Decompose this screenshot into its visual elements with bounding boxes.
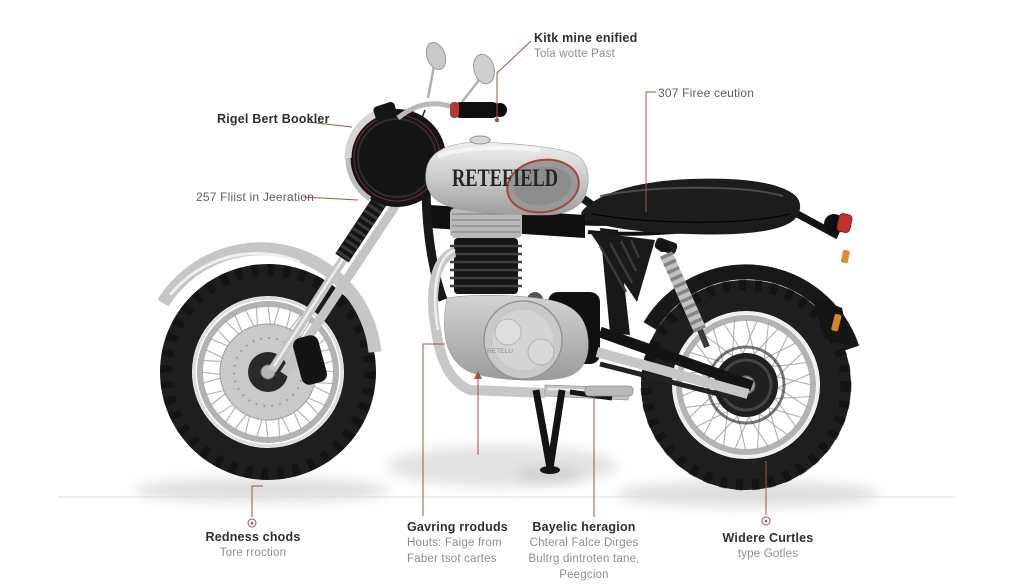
- rear-mudflap: [812, 296, 850, 346]
- callout-headlight: Rigel Bert Bookler: [217, 112, 330, 127]
- leader-lines: [247, 40, 771, 528]
- shadow: [134, 445, 880, 507]
- right-mirror: [473, 53, 495, 85]
- callout-title: Rigel Bert Bookler: [217, 112, 330, 126]
- rear-indicator: [831, 313, 842, 332]
- callout-subtitle: Tola wotte Past: [534, 48, 615, 60]
- front-fender-highlight: [168, 251, 301, 296]
- callout-fork: 257 Fliist in Jeeration: [196, 190, 314, 204]
- rear-fender: [643, 206, 860, 351]
- callout-line: Bultrg dintroten tane,: [528, 552, 640, 565]
- fuel-tank: RETEFIELD: [425, 135, 589, 216]
- centre-stand: [532, 385, 634, 474]
- callout-subtitle: type Gotles: [737, 548, 799, 560]
- taillight-lens: [836, 213, 853, 234]
- swingarm: [595, 326, 754, 403]
- callout-title: Kitk mine enified: [534, 31, 638, 45]
- rear-shock: [654, 237, 710, 349]
- callout-subtitle: Tore rroction: [219, 547, 287, 559]
- callout-front-wheel: Redness chods Tore rroction: [173, 530, 333, 561]
- callout-line: Faber tsot cartes: [407, 552, 497, 565]
- handlebar-grip: [453, 102, 500, 118]
- brake-caliper: [293, 335, 327, 385]
- callout-title: 257 Fliist in Jeeration: [196, 190, 314, 204]
- callout-title: Gavring rroduds: [407, 520, 508, 534]
- callout-mirror: Kitk mine enified Tola wotte Past: [534, 31, 637, 62]
- callout-seat: 307 Firee ceution: [658, 86, 754, 100]
- callout-line: Peegcion: [559, 568, 609, 581]
- left-mirror: [425, 41, 447, 71]
- front-wheel: [160, 264, 376, 480]
- front-fender: [157, 242, 382, 353]
- engine: RETELU: [444, 208, 589, 381]
- handlebar: [373, 41, 507, 121]
- seat: [581, 178, 801, 235]
- callout-title: 307 Firee ceution: [658, 86, 755, 100]
- callout-rear-wheel: Widere Curtles type Gotles: [688, 531, 848, 562]
- callout-title: Widere Curtles: [722, 531, 814, 545]
- callout-line: Chteral Falce Dirges: [529, 537, 639, 549]
- callout-line: Houts: Faige from: [407, 537, 502, 549]
- fuel-cap: [469, 135, 491, 145]
- rear-reflector: [840, 249, 850, 264]
- callout-title: Redness chods: [205, 530, 301, 544]
- footpeg: [584, 385, 634, 397]
- tank-logo: RETEFIELD: [452, 165, 558, 192]
- callout-title: Bayelic heragion: [532, 520, 636, 534]
- callout-brake: Bayelic heragion Chteral Falce Dirges Bu…: [502, 520, 666, 582]
- speedo: [373, 101, 397, 121]
- callout-engine: Gavring rroduds Houts: Faige from Faber …: [407, 520, 508, 567]
- engine-badge: RETELU: [487, 348, 513, 355]
- headlight: [344, 109, 446, 207]
